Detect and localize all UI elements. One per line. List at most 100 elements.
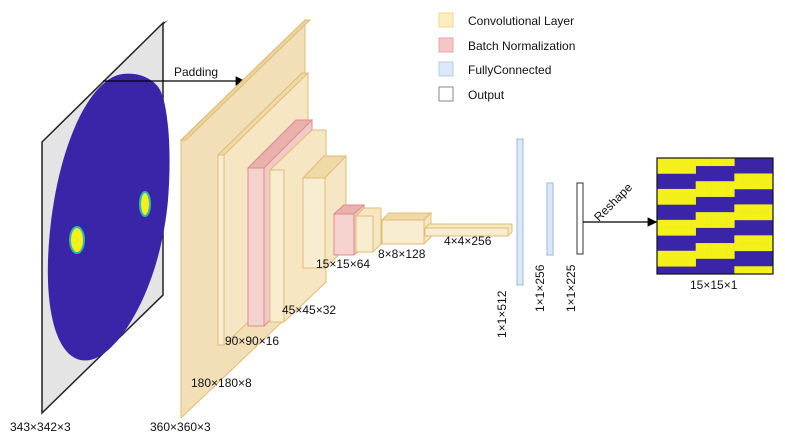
output-grid-cells — [657, 158, 774, 275]
input-hotspot-2 — [139, 191, 151, 217]
output-grid — [656, 157, 774, 275]
output-grid-cell — [742, 235, 751, 244]
output-grid-cell — [726, 243, 735, 252]
output-grid-cell — [680, 188, 689, 197]
output-grid-cell — [742, 243, 751, 252]
output-grid-cell — [711, 212, 720, 221]
output-grid-cell — [687, 188, 696, 197]
output-grid-cell — [657, 196, 666, 205]
output-grid-cell — [765, 204, 774, 213]
output-grid-cell — [757, 235, 766, 244]
output-grid-cell — [672, 158, 681, 167]
output-grid-cell — [711, 250, 720, 259]
legend-label-conv: Convolutional Layer — [468, 14, 574, 28]
output-grid-cell — [734, 243, 743, 252]
output-grid-cell — [734, 181, 743, 190]
output-grid-cell — [718, 181, 727, 190]
output-grid-cell — [672, 165, 681, 174]
reshape-label: Reshape — [591, 180, 635, 224]
output-grid-cell — [687, 227, 696, 236]
legend-label-output: Output — [468, 88, 505, 102]
output-grid-cell — [749, 266, 758, 275]
output-grid-cell — [703, 250, 712, 259]
conv4-block — [355, 207, 382, 253]
output-grid-cell — [687, 158, 696, 167]
output-grid-cell — [749, 235, 758, 244]
output-grid-cell — [711, 158, 720, 167]
output-grid-cell — [687, 250, 696, 259]
output-grid-cell — [672, 188, 681, 197]
output-grid-cell — [672, 227, 681, 236]
output-grid-cell — [687, 165, 696, 174]
output-grid-cell — [687, 219, 696, 228]
output-grid-cell — [765, 173, 774, 182]
output-grid-cell — [718, 219, 727, 228]
input-image — [41, 20, 170, 415]
output-grid-cell — [695, 158, 704, 167]
output-grid-cell — [695, 181, 704, 190]
output-grid-cell — [664, 188, 673, 197]
legend-swatch-output — [438, 86, 454, 102]
output-grid-cell — [680, 196, 689, 205]
output-grid-cell — [749, 173, 758, 182]
legend-swatch-fc — [438, 61, 454, 77]
legend-swatch-conv — [438, 12, 454, 28]
output-grid-cell — [680, 258, 689, 267]
output-grid-cell — [757, 266, 766, 275]
output-grid-cell — [657, 165, 666, 174]
conv5-block — [380, 212, 433, 245]
output-grid-border — [656, 157, 774, 275]
output-grid-cell — [695, 219, 704, 228]
output-grid-cell — [711, 219, 720, 228]
output-grid-cell — [672, 196, 681, 205]
output-grid-cell — [726, 181, 735, 190]
output-grid-cell — [703, 181, 712, 190]
output-grid-cell — [680, 158, 689, 167]
output-grid-cell — [664, 196, 673, 205]
legend: Convolutional Layer Batch Normalization … — [438, 12, 575, 102]
output-grid-cell — [657, 158, 666, 167]
label-conv2: 90×90×16 — [225, 334, 279, 348]
output-grid-cell — [734, 204, 743, 213]
output-grid-cell — [664, 219, 673, 228]
output-grid-cell — [703, 158, 712, 167]
conv6-block — [424, 223, 513, 237]
output-grid-cell — [711, 243, 720, 252]
fc1-block — [516, 138, 524, 286]
output-grid-cell — [749, 181, 758, 190]
label-input: 343×342×3 — [10, 420, 71, 434]
label-conv1: 180×180×8 — [191, 376, 252, 390]
output-grid-cell — [718, 188, 727, 197]
output-grid-cell — [757, 173, 766, 182]
output-grid-cell — [718, 212, 727, 221]
output-grid-cell — [742, 173, 751, 182]
output-grid-cell — [726, 158, 735, 167]
label-conv6: 4×4×256 — [444, 234, 492, 248]
label-padded: 360×360×3 — [150, 420, 211, 434]
output-grid-cell — [664, 250, 673, 259]
output-grid-cell — [734, 235, 743, 244]
label-fc1: 1×1×512 — [495, 290, 509, 338]
output-grid-cell — [664, 227, 673, 236]
output-grid-cell — [703, 243, 712, 252]
output-grid-cell — [734, 266, 743, 275]
output-grid-cell — [687, 196, 696, 205]
output-grid-cell — [695, 250, 704, 259]
output-grid-cell — [765, 266, 774, 275]
output-grid-cell — [757, 204, 766, 213]
output-grid-cell — [703, 188, 712, 197]
output-grid-cell — [672, 219, 681, 228]
label-output: 15×15×1 — [690, 278, 738, 292]
output-grid-cell — [718, 158, 727, 167]
output-grid-cell — [687, 258, 696, 267]
output-grid-cell — [664, 158, 673, 167]
output-grid-cell — [711, 188, 720, 197]
output-grid-cell — [664, 165, 673, 174]
legend-swatch-bn — [438, 37, 454, 53]
output-grid-cell — [726, 250, 735, 259]
output-grid-cell — [695, 188, 704, 197]
output-grid-cell — [757, 212, 766, 221]
output-grid-cell — [657, 219, 666, 228]
output-grid-cell — [765, 212, 774, 221]
